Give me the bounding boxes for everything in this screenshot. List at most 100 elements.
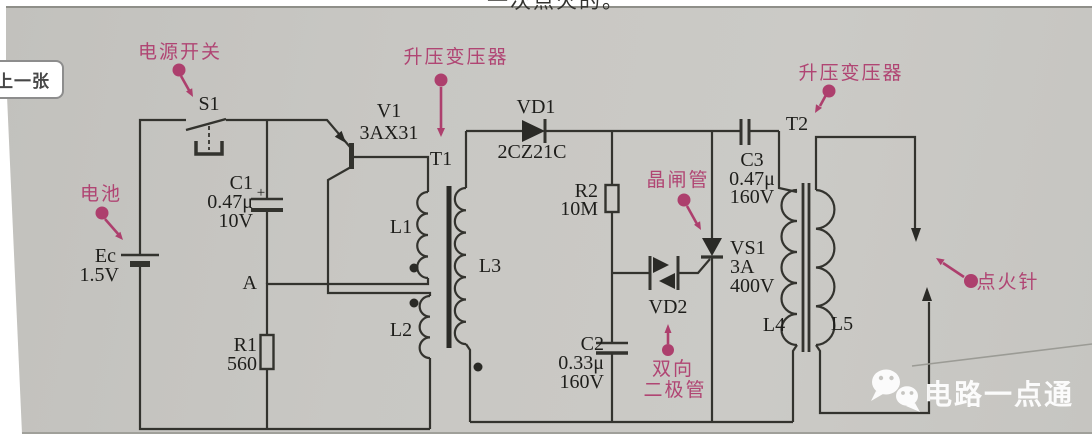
- annotation-arrow-battery: [104, 218, 120, 236]
- wire-switch-right: [226, 118, 351, 148]
- previous-image-button-label: 上一张: [0, 72, 50, 91]
- watermark-text: 电路一点通: [924, 379, 1074, 410]
- annotation-dot-thyristor: [677, 193, 691, 207]
- arrowhead: [437, 128, 445, 137]
- label-c3: C3: [740, 149, 763, 171]
- spark-gap-arrow-down: [911, 228, 921, 242]
- annotation-ignition-needle: 点火针: [976, 271, 1039, 293]
- label-vs1: VS1: [730, 237, 766, 259]
- annotation-dot-ignition: [964, 274, 978, 288]
- label-r2-value: 10M: [560, 198, 598, 220]
- annotation-arrow-boost-2: [818, 94, 828, 107]
- label-c2: C2: [581, 333, 604, 355]
- previous-image-button[interactable]: 上一张: [0, 60, 64, 99]
- wire-gate: [678, 258, 711, 275]
- annotation-arrow-thyristor: [685, 205, 699, 225]
- arrowhead: [664, 324, 672, 333]
- label-battery-name: Ec: [95, 245, 116, 267]
- diac-vd2-triangle-top: [653, 257, 669, 273]
- label-r2: R2: [575, 180, 598, 202]
- annotation-dot-power-switch: [172, 63, 186, 77]
- arrowhead: [694, 221, 701, 230]
- wire-l5-bottom: [815, 302, 931, 415]
- phase-dot-l3: [473, 362, 483, 372]
- annotation-diac-line2: 二极管: [643, 379, 706, 401]
- resistor-r2: [604, 183, 620, 214]
- transistor-emitter-arrow: [334, 130, 346, 143]
- label-l2: L2: [390, 319, 412, 341]
- winding-l4: [780, 188, 798, 347]
- label-c2-value: 0.33μ: [558, 352, 604, 374]
- arrowhead: [115, 231, 123, 240]
- wire-l5-top: [814, 135, 917, 228]
- transformer-t1-core: [446, 186, 452, 348]
- annotation-thyristor: 晶闸管: [646, 169, 709, 191]
- winding-l2: [418, 294, 431, 360]
- label-c1: C1: [230, 172, 253, 194]
- annotation-dot-diac: [662, 344, 674, 356]
- wire-node-a: [265, 278, 430, 335]
- label-vd1-part: 2CZ21C: [498, 141, 567, 163]
- label-c1-value: 0.47μ: [207, 191, 253, 213]
- wire-c3-to-l4: [777, 131, 798, 194]
- label-c1-polarity: +: [257, 185, 265, 201]
- wire-top-left: [138, 118, 186, 255]
- annotation-arrow-ignition: [942, 261, 965, 279]
- diac-vd2-triangle-bottom: [659, 273, 675, 289]
- label-l1: L1: [390, 216, 412, 238]
- arrowhead: [815, 104, 822, 113]
- spark-gap-arrow-up: [922, 287, 932, 301]
- label-c3-value: 0.47μ: [729, 168, 775, 190]
- winding-l3: [453, 186, 467, 346]
- arrowhead: [186, 88, 193, 97]
- label-r1-value: 560: [227, 353, 257, 375]
- label-r1: R1: [234, 334, 257, 356]
- label-v1-part: 3AX31: [360, 122, 419, 144]
- annotation-battery: 电池: [80, 183, 122, 205]
- label-vd1: VD1: [517, 96, 556, 118]
- wire-left-bottom: [138, 264, 430, 431]
- annotation-dot-boost-2: [822, 84, 836, 98]
- annotation-power-switch: 电源开关: [138, 41, 222, 63]
- cropped-top-text: 一次点火的。: [487, 0, 625, 13]
- annotation-boost-transformer-1: 升压变压器: [403, 46, 508, 68]
- schematic-photo: [6, 6, 1092, 434]
- label-c1-voltage: 10V: [219, 210, 254, 232]
- arrowhead: [936, 258, 945, 266]
- label-l4: L4: [763, 314, 785, 336]
- label-node-a: A: [243, 272, 258, 294]
- label-s1: S1: [198, 93, 219, 115]
- label-vs1-current: 3A: [730, 256, 755, 278]
- wire-base: [352, 155, 430, 192]
- label-c3-voltage: 160V: [730, 186, 775, 208]
- label-battery-voltage: 1.5V: [80, 264, 120, 286]
- wire-l4-bottom: [791, 344, 798, 422]
- label-t1: T1: [430, 148, 452, 170]
- phase-dot-l2: [409, 298, 419, 308]
- winding-l5: [815, 188, 836, 347]
- annotation-diac-line1: 双向: [652, 358, 694, 380]
- switch-bracket: [194, 141, 224, 156]
- wire-l3-bottom: [465, 343, 472, 422]
- label-c2-voltage: 160V: [560, 371, 605, 393]
- annotation-dot-boost-1: [434, 73, 448, 87]
- label-vd2: VD2: [649, 296, 688, 318]
- wire-collector: [326, 166, 432, 296]
- diode-vd1-triangle: [522, 120, 545, 142]
- annotation-arrow-power-switch: [179, 75, 192, 93]
- label-t2: T2: [786, 113, 808, 135]
- label-l5: L5: [831, 313, 853, 335]
- annotation-boost-transformer-2: 升压变压器: [798, 62, 903, 84]
- switch-blade: [185, 117, 227, 132]
- page-edge-line: [911, 343, 1092, 367]
- label-l3: L3: [479, 255, 501, 277]
- annotation-dot-battery: [95, 206, 109, 220]
- phase-dot-l1: [409, 263, 419, 273]
- resistor-r1: [259, 333, 275, 371]
- wechat-icon: [871, 369, 920, 412]
- watermark: 电路一点通: [871, 369, 1074, 412]
- winding-l1: [416, 190, 429, 280]
- thyristor-vs1-triangle: [702, 238, 722, 256]
